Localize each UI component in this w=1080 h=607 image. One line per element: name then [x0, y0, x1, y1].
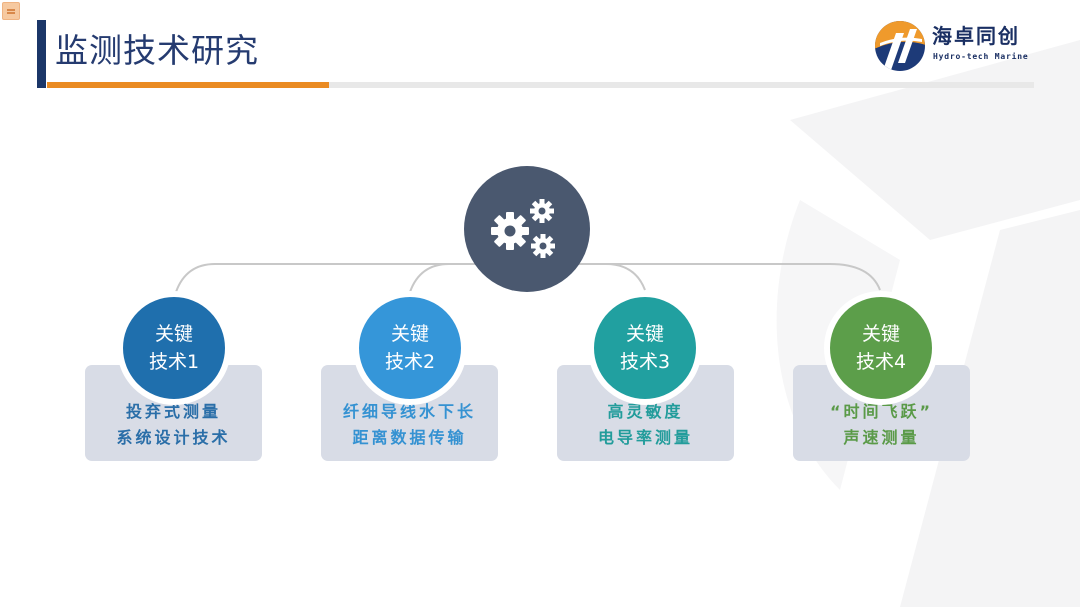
hub-circle [464, 166, 590, 292]
logo-name-cn: 海卓同创 [932, 24, 1020, 48]
title-accent-bar [37, 20, 46, 88]
tech-4-label-line2: 技术4 [855, 351, 907, 373]
tech-1-label-line2: 技术1 [148, 351, 200, 373]
tech-2-desc-line2: 距离数据传输 [352, 428, 467, 447]
tech-2-circle: 关键 技术2 [353, 291, 467, 405]
tech-3-circle: 关键 技术3 [588, 291, 702, 405]
tech-4-desc-line1: “时间飞跃” [829, 402, 934, 421]
title-underline [329, 82, 1034, 88]
logo-name-en: Hydro-tech Marine [933, 52, 1029, 61]
tech-1-desc-line1: 投弃式测量 [125, 402, 221, 421]
page-title: 监测技术研究 [55, 31, 259, 70]
tech-4-label-line1: 关键 [861, 323, 900, 345]
tech-2-label-line2: 技术2 [384, 351, 436, 373]
gears-icon [491, 199, 555, 258]
tech-3-label-line2: 技术3 [619, 351, 671, 373]
tech-4-description: “时间飞跃” 声速测量 [793, 399, 970, 451]
tech-2-desc-line1: 纤细导线水下长 [342, 402, 476, 421]
tech-3-description: 高灵敏度 电导率测量 [557, 399, 734, 451]
tech-4-circle: 关键 技术4 [824, 291, 938, 405]
tech-1-desc-line2: 系统设计技术 [116, 428, 231, 447]
tech-3-desc-line1: 高灵敏度 [607, 402, 684, 421]
tech-2-description: 纤细导线水下长 距离数据传输 [321, 399, 498, 451]
tech-3-label-line1: 关键 [625, 323, 664, 345]
tech-4-desc-line2: 声速测量 [843, 428, 920, 447]
comment-icon[interactable] [2, 2, 20, 20]
tech-3-desc-line2: 电导率测量 [597, 428, 693, 447]
tech-2-box: 纤细导线水下长 距离数据传输 [321, 365, 498, 461]
company-logo: 海卓同创 Hydro-tech Marine [874, 19, 1034, 75]
logo-mark-icon [875, 21, 925, 71]
tech-1-circle: 关键 技术1 [117, 291, 231, 405]
tech-1-description: 投弃式测量 系统设计技术 [85, 399, 262, 451]
tech-1-label-line1: 关键 [154, 323, 193, 345]
title-underline-accent [47, 82, 329, 88]
tech-2-label-line1: 关键 [390, 323, 429, 345]
